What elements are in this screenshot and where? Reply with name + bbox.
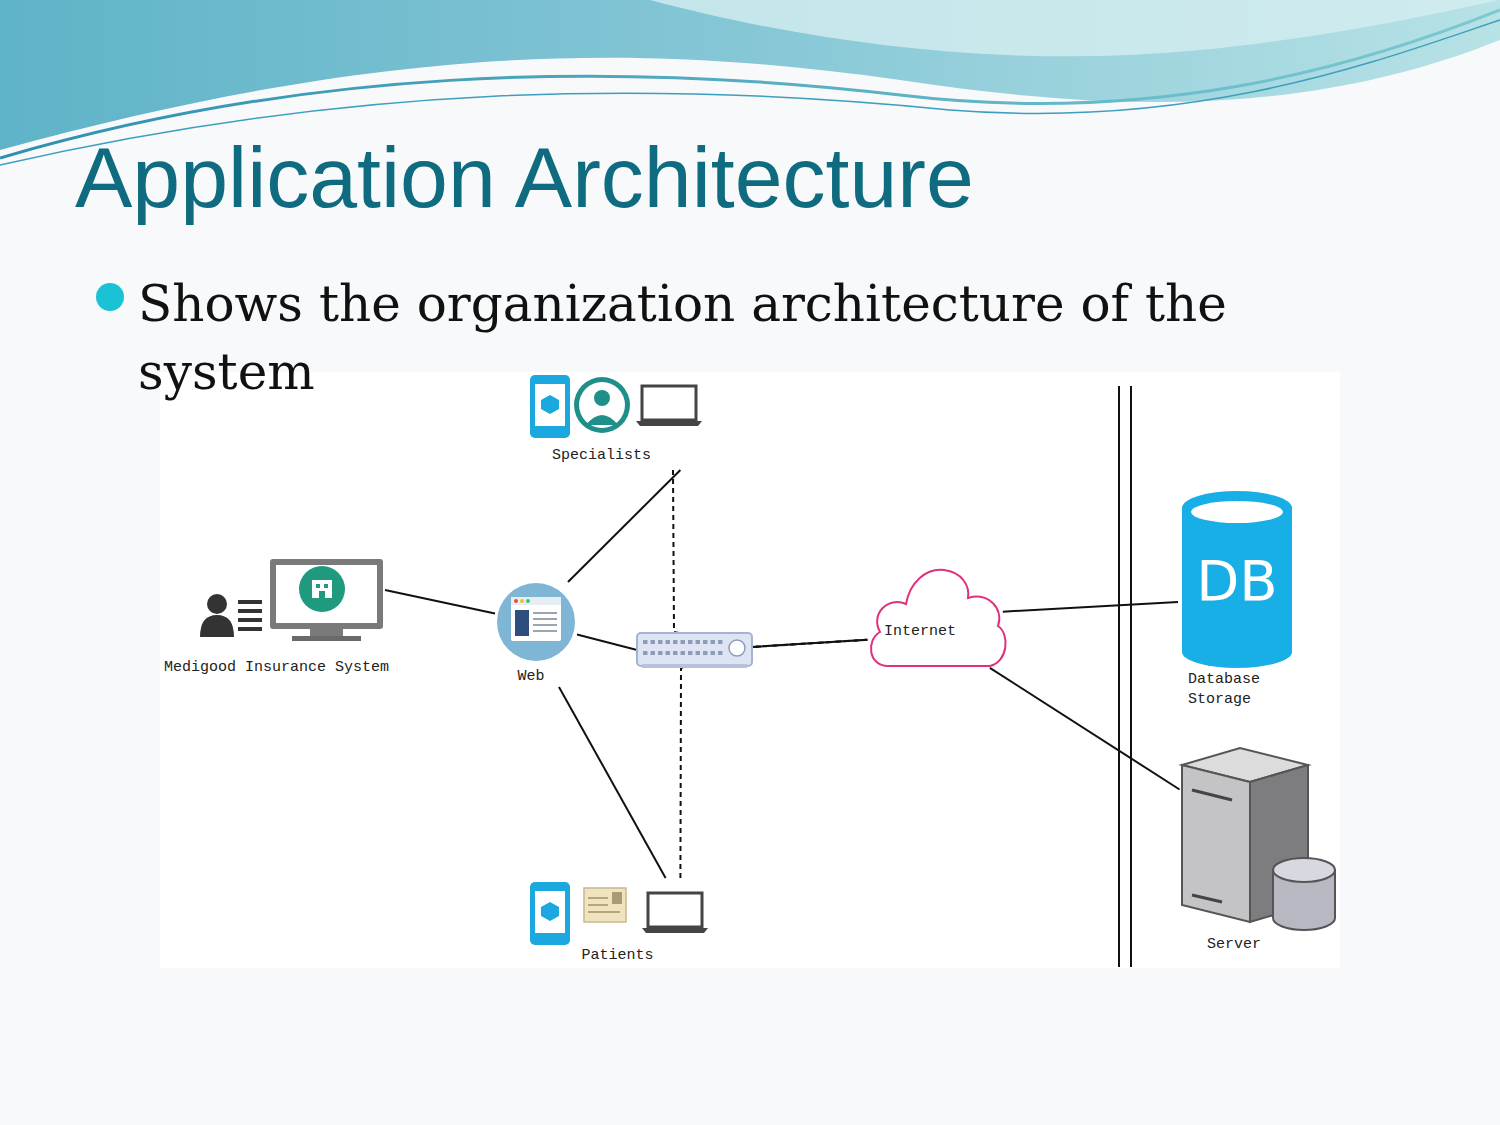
node-label: Web (495, 667, 567, 687)
bullet-text: Shows the organization architecture of t… (138, 270, 1378, 406)
specialists-node: Specialists (525, 372, 710, 470)
dashed-connector (680, 640, 867, 878)
laptop-icon (636, 386, 702, 426)
mobile-icon (530, 375, 570, 438)
cloud-outline (866, 562, 1010, 670)
web-node: Web (495, 582, 577, 687)
node-label: Specialists (525, 446, 710, 466)
node-label: Server (1178, 935, 1290, 955)
node-label: Database Storage (1186, 670, 1286, 711)
db-mark: DB (1178, 550, 1296, 612)
web-icon (497, 583, 575, 661)
database-node: DB Database Storage (1178, 488, 1296, 716)
mobile-icon (530, 882, 570, 945)
server-icon (1182, 748, 1335, 930)
network-switch (637, 633, 752, 668)
connector-line (990, 668, 1180, 790)
id-card-icon (584, 888, 626, 922)
laptop-icon (642, 893, 708, 933)
system-node: Medigood Insurance System (160, 555, 385, 680)
slide-title: Application Architecture (75, 128, 974, 227)
doctor-icon (574, 377, 630, 433)
connector-line (385, 590, 495, 614)
connector-line (559, 687, 666, 878)
connector-line (568, 470, 680, 582)
node-label: Medigood Insurance System (160, 658, 425, 678)
dashed-connector (673, 470, 867, 647)
user-icon (200, 594, 262, 637)
server-node: Server (1178, 745, 1338, 957)
node-label: Internet (876, 622, 996, 642)
internet-cloud: Internet (866, 562, 1010, 670)
monitor-icon (270, 559, 383, 641)
patients-node: Patients (525, 878, 710, 968)
node-label: Patients (525, 946, 710, 966)
connector-line (1003, 602, 1178, 612)
